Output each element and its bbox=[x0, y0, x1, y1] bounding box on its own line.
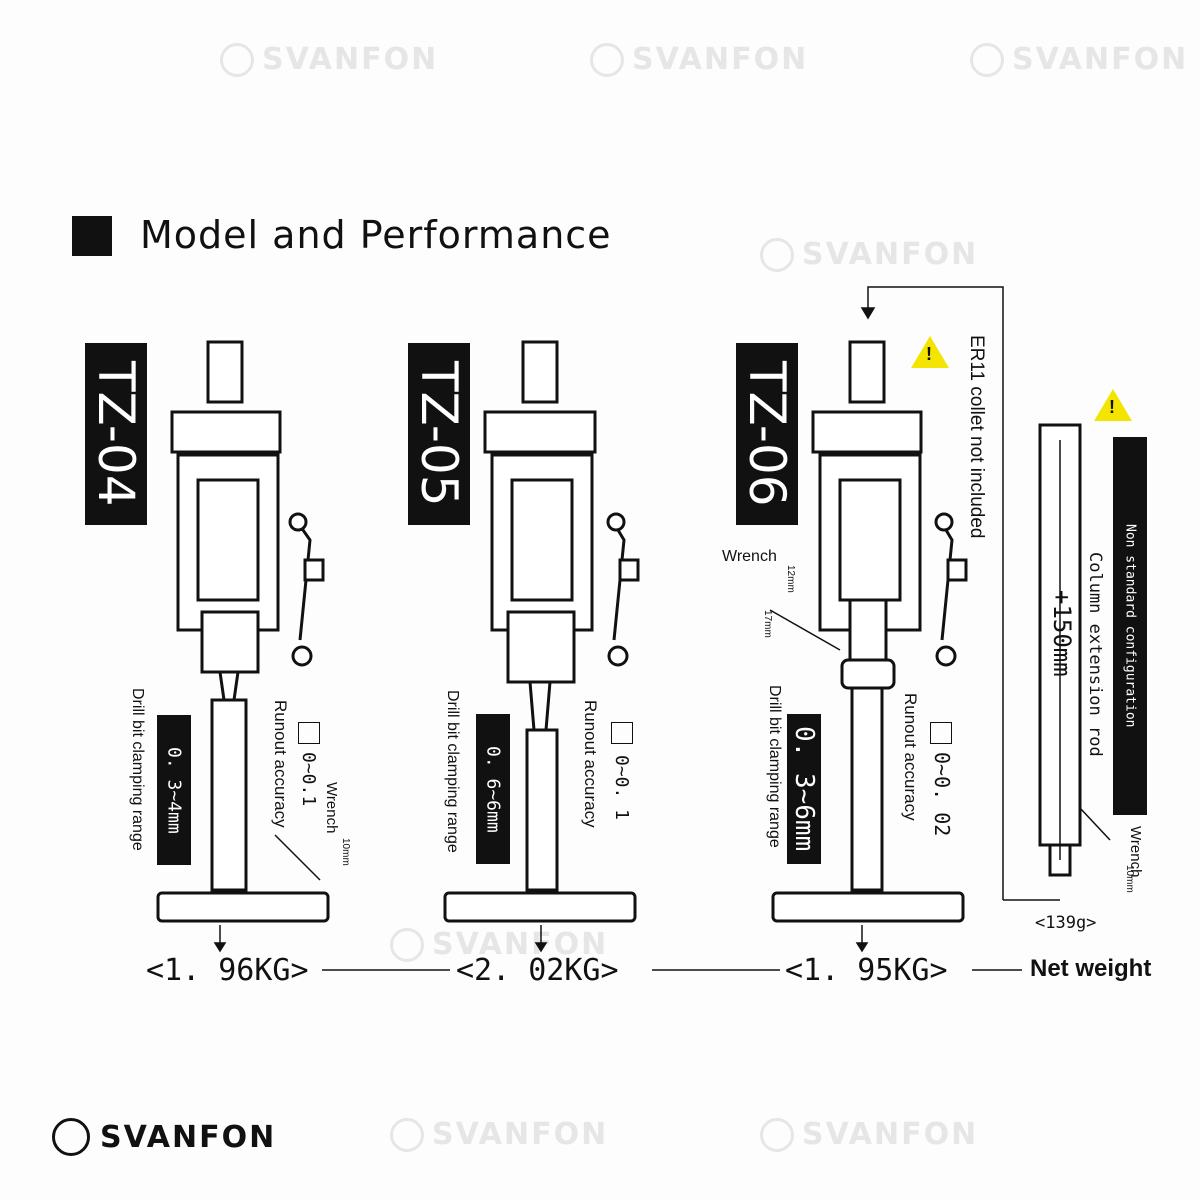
wrench-size: 10mm bbox=[1124, 865, 1135, 893]
watermark: SVANFON bbox=[590, 42, 808, 77]
page-title: Model and Performance bbox=[140, 213, 612, 257]
runout-value: 0~0. 02 bbox=[930, 752, 954, 837]
title-marker bbox=[72, 216, 112, 256]
logo-icon bbox=[760, 1117, 794, 1152]
logo-icon bbox=[390, 927, 424, 962]
model-label-tz05: TZ-05 bbox=[408, 343, 470, 525]
logo-icon bbox=[390, 1117, 424, 1152]
runout-icon bbox=[298, 722, 320, 744]
runout-label: Runout accuracy bbox=[581, 700, 600, 828]
watermark: SVANFON bbox=[760, 1117, 978, 1152]
logo-icon bbox=[52, 1118, 90, 1156]
watermark: SVANFON bbox=[970, 42, 1188, 77]
rod-length: +150mm bbox=[1048, 590, 1076, 677]
runout-label: Runout accuracy bbox=[271, 700, 290, 828]
runout-icon bbox=[611, 722, 633, 744]
wrench-label: Wrench bbox=[722, 548, 777, 565]
wrench-label: Wrench bbox=[1127, 826, 1144, 878]
clamp-range-box: 0. 6~6mm bbox=[476, 714, 510, 864]
runout-value: 0~0.1 bbox=[298, 752, 319, 807]
runout-value: 0~0. 1 bbox=[611, 755, 632, 821]
clamp-label: Drill bit clamping range bbox=[766, 685, 783, 848]
clamp-range-box: 0. 3~4mm bbox=[157, 715, 191, 865]
runout-label: Runout accuracy bbox=[901, 693, 920, 821]
clamp-range-box: 0. 3~6mm bbox=[787, 714, 821, 864]
clamp-label: Drill bit clamping range bbox=[129, 688, 146, 851]
drill-press-tz06 bbox=[771, 340, 968, 923]
model-label-tz04: TZ-04 bbox=[85, 343, 147, 525]
runout-icon bbox=[930, 722, 952, 744]
logo-icon bbox=[220, 42, 254, 77]
logo-icon bbox=[590, 42, 624, 77]
logo-icon bbox=[970, 42, 1004, 77]
watermark: SVANFON bbox=[760, 237, 978, 272]
weight-tz06: <1. 95KG> bbox=[785, 953, 948, 988]
warning-icon: ! bbox=[1094, 389, 1132, 421]
watermark: SVANFON bbox=[390, 1117, 608, 1152]
logo-icon bbox=[760, 237, 794, 272]
warning-icon: ! bbox=[911, 336, 949, 368]
rod-weight: <139g> bbox=[1035, 913, 1097, 933]
non-standard-badge: Non standard configuration bbox=[1113, 437, 1147, 815]
net-weight-label: Net weight bbox=[1030, 955, 1152, 982]
wrench-size-12: 12mm bbox=[785, 565, 796, 593]
wrench-label: Wrench bbox=[323, 782, 340, 834]
wrench-size-17: 17mm bbox=[762, 610, 773, 638]
wrench-size: 10mm bbox=[340, 838, 351, 866]
clamp-label: Drill bit clamping range bbox=[444, 690, 461, 853]
drill-press-tz05 bbox=[443, 340, 640, 923]
watermark: SVANFON bbox=[220, 42, 438, 77]
rod-label: Column extension rod bbox=[1085, 552, 1105, 757]
drill-press-tz04 bbox=[156, 340, 330, 923]
brand-logo: SVANFON bbox=[52, 1118, 276, 1156]
watermark: SVANFON bbox=[390, 927, 608, 962]
model-label-tz06: TZ-06 bbox=[736, 343, 798, 525]
weight-tz04: <1. 96KG> bbox=[146, 953, 309, 988]
drill-drawings bbox=[156, 286, 1111, 971]
weight-tz05: <2. 02KG> bbox=[456, 953, 619, 988]
collet-note: ER11 collet not included bbox=[966, 335, 987, 539]
